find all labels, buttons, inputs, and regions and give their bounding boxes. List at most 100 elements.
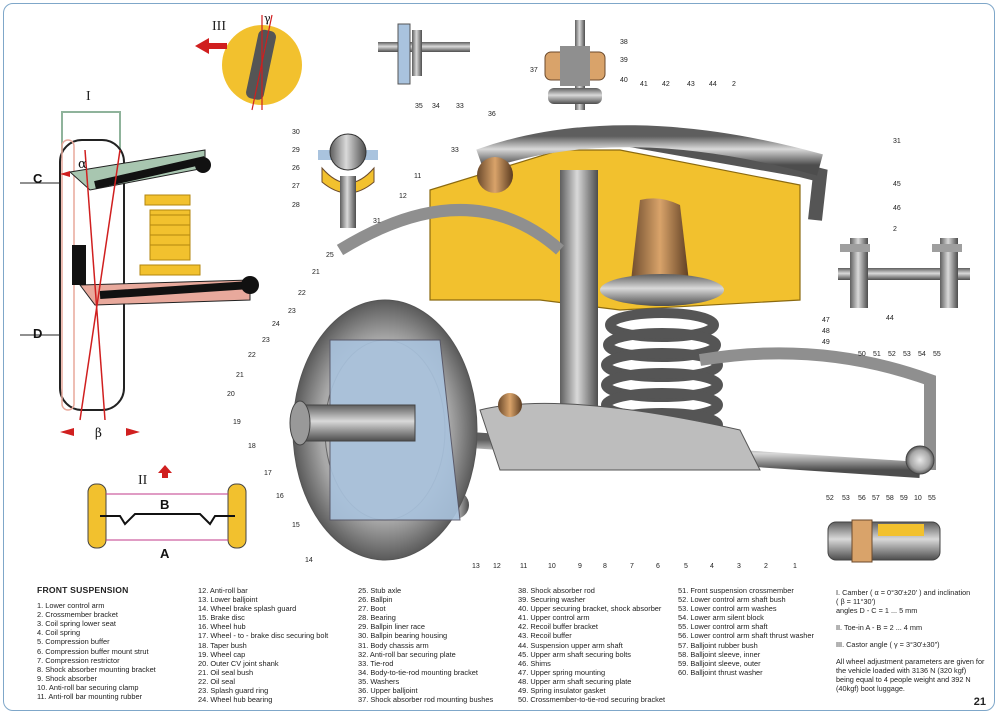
legend-item: 21. Oil seal bush [198,667,254,677]
callout-8: 8 [603,563,607,570]
callout-44: 44 [709,81,717,88]
callout-50: 50 [858,351,866,358]
legend-item: 53. Lower control arm washes [678,604,777,614]
param-camber: I. Camber ( α = 0°30'±20' ) and inclinat… [836,588,971,597]
legend-item: 59. Balljoint sleeve, outer [678,658,761,668]
callout-4: 4 [710,563,714,570]
legend-item: 44. Suspension upper arm shaft [518,640,623,650]
legend-column-3: 25. Stub axle 26. Ballpin 27. Boot 28. B… [358,586,493,704]
legend-item: 36. Upper balljoint [358,686,418,696]
callout-24: 24 [272,321,280,328]
callout-2-right: 2 [893,226,897,233]
bush-38: 38 [620,39,628,46]
callout-44-right: 44 [886,315,894,322]
legend-item: 28. Bearing [358,613,396,623]
legend-item: 39. Securing washer [518,595,586,605]
letter-beta: β [95,426,102,440]
legend-item: 15. Brake disc [198,613,245,623]
inset-59: 59 [900,495,908,502]
diagram-toe: II B A [87,465,247,561]
legend-item: 24. Wheel hub bearing [198,695,273,705]
callout-51: 51 [873,351,881,358]
legend-column-4: 38. Shock absorber rod 39. Securing wash… [518,586,665,704]
main-assembly [289,125,936,561]
legend-item: 8. Shock absorber mounting bracket [37,664,156,674]
ballpin-28: 28 [292,202,300,209]
page-frame [3,3,995,711]
param-toe-in: II. Toe-in A - B = 2 ... 4 mm [836,623,923,632]
inset-58: 58 [886,495,894,502]
legend-item: 22. Oil seal [198,676,235,686]
legend-item: 13. Lower balljoint [198,595,258,605]
legend-item: 48. Upper arm shaft securing plate [518,676,632,686]
legend-item: 20. Outer CV joint shank [198,658,279,668]
letter-c: C [33,171,43,186]
param-inclination: ( β = 11°30') [836,597,876,606]
detail-lower-shaft-bush [827,519,941,563]
legend-item: 31. Body chassis arm [358,640,429,650]
legend-item: 40. Upper securing bracket, shock absorb… [518,604,662,614]
legend-item: 38. Shock absorber rod [518,586,595,595]
legend-item: 29. Ballpin liner race [358,622,425,632]
callout-49: 49 [822,339,830,346]
callout-31: 31 [373,218,381,225]
callout-13: 13 [472,563,480,570]
legend-item: 5. Compression buffer [37,637,110,647]
legend-column-5: 51. Front suspension crossmember 52. Low… [678,586,814,677]
inset-52: 52 [826,495,834,502]
legend-item: 18. Taper bush [198,640,247,650]
callout-19: 19 [233,419,241,426]
legend-item: 32. Anti-roll bar securing plate [358,649,456,659]
legend-column-2: 12. Anti-roll bar 13. Lower balljoint 14… [198,586,328,704]
diagram-camber: I C D α β [20,89,259,440]
inset-10: 10 [914,495,922,502]
callout-7: 7 [630,563,634,570]
legend-item: 41. Upper control arm [518,613,590,623]
letter-a: A [160,546,170,561]
callout-42: 42 [662,81,670,88]
callout-18: 18 [248,443,256,450]
callout-1: 1 [793,563,797,570]
diagram-castor: III γ [195,12,302,111]
callout-15: 15 [292,522,300,529]
callout-36: 36 [488,111,496,118]
legend-item: 1. Lower control arm [37,601,105,611]
callout-21: 21 [236,372,244,379]
legend-item: 50. Crossmember-to-tie-rod securing brac… [518,695,666,705]
legend-item: 52. Lower control arm shaft bush [678,595,786,605]
callout-31-right: 31 [893,138,901,145]
callout-6: 6 [656,563,660,570]
detail-ballpin [318,133,378,228]
bush-37: 37 [530,67,538,74]
ballpin-27: 27 [292,183,300,190]
callout-23: 23 [262,337,270,344]
legend-item: 58. Balljoint sleeve, inner [678,649,761,659]
inset-55: 55 [928,495,936,502]
legend-item: 7. Compression restrictor [37,655,120,665]
legend-item: 19. Wheel cap [198,649,246,659]
legend-item: 56. Lower control arm shaft thrust washe… [678,631,814,641]
callout-25: 25 [326,252,334,259]
callout-33: 33 [451,147,459,154]
legend-item: 49. Spring insulator gasket [518,686,606,696]
legend-item: 16. Wheel hub [198,622,246,632]
legend-item: 11. Anti-roll bar mounting rubber [37,692,143,702]
roman-two: II [138,473,148,488]
callout-10: 10 [548,563,556,570]
legend-item: 43. Recoil buffer [518,631,572,641]
legend-item: 34. Body-to-tie-rod mounting bracket [358,667,478,677]
mount-34: 34 [432,103,440,110]
legend-item: 25. Stub axle [358,586,402,595]
callout-46: 46 [893,205,901,212]
legend-item: 51. Front suspension crossmember [678,586,794,595]
detail-upper-arm-shaft [838,238,970,308]
ballpin-30: 30 [292,129,300,136]
callout-12: 12 [493,563,501,570]
legend-item: 17. Wheel - to - brake disc securing bol… [198,631,329,641]
callout-43: 43 [687,81,695,88]
callout-20: 20 [227,391,235,398]
letter-d: D [33,326,42,341]
section-title: FRONT SUSPENSION [37,585,129,595]
roman-three: III [212,19,226,34]
ballpin-29: 29 [292,147,300,154]
